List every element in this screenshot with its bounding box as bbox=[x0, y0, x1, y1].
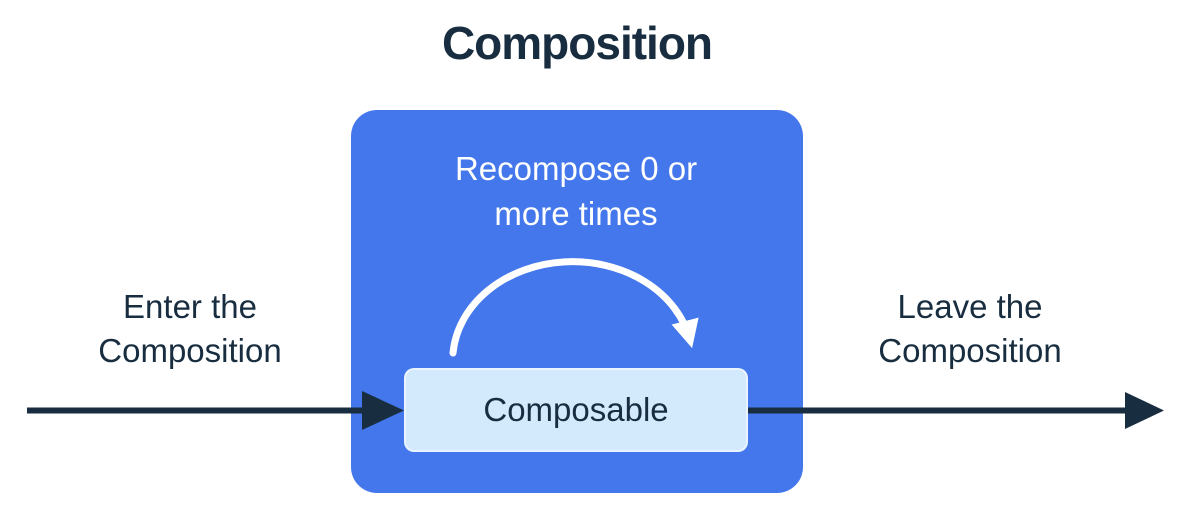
recompose-label: Recompose 0 or more times bbox=[454, 150, 698, 232]
leave-arrow bbox=[748, 392, 1164, 429]
leave-label: Leave the Composition bbox=[878, 288, 1062, 369]
enter-arrow bbox=[27, 391, 404, 430]
composable-node: Composable bbox=[404, 368, 748, 452]
diagram-title: Composition bbox=[441, 17, 713, 69]
enter-label: Enter the Composition bbox=[98, 288, 282, 369]
composable-label: Composable bbox=[483, 391, 669, 428]
